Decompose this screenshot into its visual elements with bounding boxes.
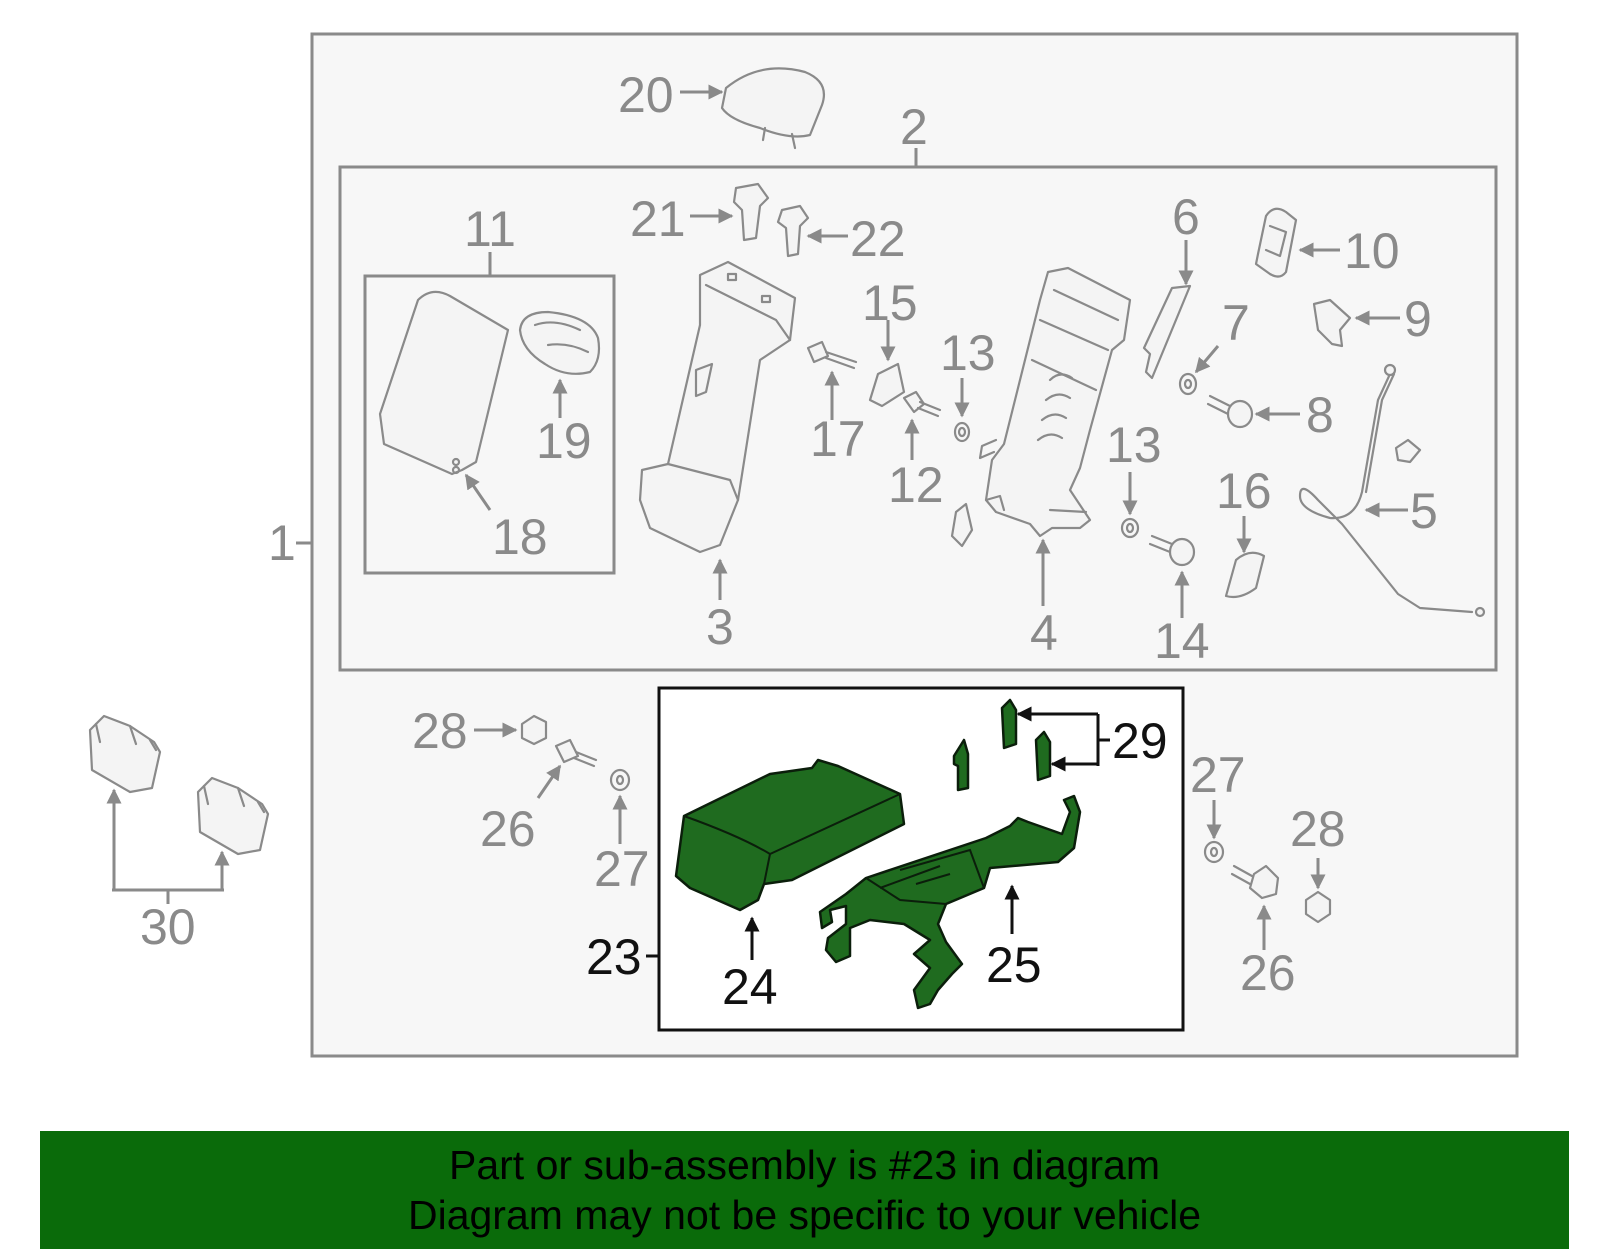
label-1: 1 <box>268 515 296 571</box>
label-19: 19 <box>536 413 592 469</box>
label-17: 17 <box>810 411 866 467</box>
label-18: 18 <box>492 509 548 565</box>
label-28-left: 28 <box>412 703 468 759</box>
bolt-part-14[interactable] <box>1148 534 1196 567</box>
label-28-right: 28 <box>1290 801 1346 857</box>
label-29: 29 <box>1112 713 1168 769</box>
headrest-guide-part-22[interactable] <box>776 204 810 258</box>
headrest-guide-part-21[interactable] <box>732 182 770 242</box>
info-banner: Part or sub-assembly is #23 in diagram D… <box>40 1131 1569 1249</box>
label-27-left: 27 <box>594 841 650 897</box>
clip-part-unlabeled[interactable] <box>950 502 974 548</box>
bolt-part-12[interactable] <box>902 390 942 418</box>
label-5: 5 <box>1410 483 1438 539</box>
washer-part-27-right[interactable] <box>1203 840 1225 864</box>
label-22: 22 <box>850 211 906 267</box>
label-14: 14 <box>1154 613 1210 669</box>
label-25: 25 <box>986 937 1042 993</box>
label-8: 8 <box>1306 387 1334 443</box>
label-15: 15 <box>862 275 918 331</box>
nut-part-28-left[interactable] <box>520 714 548 746</box>
headrest-part-20[interactable] <box>720 67 826 150</box>
label-9: 9 <box>1404 291 1432 347</box>
bracket-part-10[interactable] <box>1254 207 1298 278</box>
label-16: 16 <box>1216 463 1272 519</box>
banner-line-1: Part or sub-assembly is #23 in diagram <box>449 1142 1160 1188</box>
armrest-part-24-highlighted[interactable] <box>674 758 906 912</box>
label-7: 7 <box>1222 295 1250 351</box>
bracket-part-15[interactable] <box>868 362 906 408</box>
bolt-part-26-right[interactable] <box>1230 864 1280 900</box>
clip-part-29-c-highlighted[interactable] <box>1034 730 1052 782</box>
label-3: 3 <box>706 599 734 655</box>
washer-part-27-left[interactable] <box>609 768 631 792</box>
label-24: 24 <box>722 959 778 1015</box>
label-4: 4 <box>1030 605 1058 661</box>
label-13-upper: 13 <box>940 325 996 381</box>
label-26-left: 26 <box>480 801 536 857</box>
label-11: 11 <box>464 201 516 257</box>
armrest-cover-part-11[interactable] <box>378 290 510 476</box>
cupholder-part-19[interactable] <box>518 310 601 375</box>
label-27-right: 27 <box>1190 747 1246 803</box>
bolt-part-26-left[interactable] <box>554 738 598 768</box>
washer-part-13-upper[interactable] <box>953 421 971 443</box>
hinge-cover-part-30-left[interactable] <box>88 714 162 794</box>
cover-part-16[interactable] <box>1224 551 1266 599</box>
washer-part-7[interactable] <box>1178 372 1198 396</box>
bracket-part-9[interactable] <box>1312 298 1352 348</box>
cable-part-5[interactable] <box>1298 363 1486 618</box>
bolt-part-8[interactable] <box>1206 394 1254 429</box>
clip-part-29-a-highlighted[interactable] <box>952 738 970 792</box>
nut-part-28-right[interactable] <box>1304 890 1332 924</box>
hinge-cover-part-30-right[interactable] <box>196 776 270 856</box>
clip-part-29-b-highlighted[interactable] <box>1000 698 1018 750</box>
armrest-frame-part-25-highlighted[interactable] <box>818 794 1082 1010</box>
banner-line-2: Diagram may not be specific to your vehi… <box>407 1192 1201 1238</box>
label-26-right: 26 <box>1240 945 1296 1001</box>
washer-part-13-lower[interactable] <box>1120 517 1140 539</box>
label-20: 20 <box>618 67 674 123</box>
label-2: 2 <box>900 99 928 155</box>
label-21: 21 <box>630 191 686 247</box>
label-6: 6 <box>1172 189 1200 245</box>
rod-part-6[interactable] <box>1142 284 1192 380</box>
seatback-frame-part-3[interactable] <box>638 260 797 554</box>
label-23: 23 <box>586 929 642 985</box>
label-30: 30 <box>140 899 196 955</box>
seatback-frame-part-4[interactable] <box>978 266 1132 538</box>
label-13-lower: 13 <box>1106 417 1162 473</box>
bolt-part-17[interactable] <box>806 340 858 370</box>
label-10: 10 <box>1344 223 1400 279</box>
label-12: 12 <box>888 457 944 513</box>
